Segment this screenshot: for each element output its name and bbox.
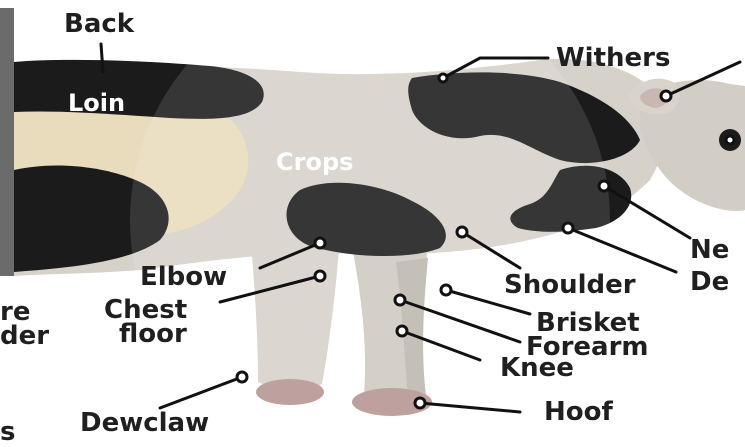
dot-eye-area <box>726 136 734 144</box>
dot-forearm <box>395 295 405 305</box>
dot-withers <box>439 74 447 82</box>
label-crops: Crops <box>276 148 353 176</box>
dot-chest <box>315 271 325 281</box>
label-ne: Ne <box>690 236 729 264</box>
left-edge-bar <box>0 8 14 276</box>
label-withers: Withers <box>556 44 670 72</box>
label-cut-der: der <box>0 322 49 350</box>
dot-knee <box>397 326 407 336</box>
label-loin: Loin <box>68 89 125 117</box>
dot-dewclaw <box>237 372 247 382</box>
dot-brisket <box>441 285 451 295</box>
label-shoulder: Shoulder <box>504 271 636 299</box>
label-dewclaw: Dewclaw <box>80 409 209 437</box>
label-elbow: Elbow <box>140 263 227 291</box>
dot-ear <box>661 91 671 101</box>
dot-elbow <box>315 238 325 248</box>
label-de: De <box>690 268 729 296</box>
label-cut-s: s <box>0 418 15 446</box>
dot-ne <box>599 181 609 191</box>
dot-hoof <box>415 398 425 408</box>
label-floor: floor <box>119 320 187 348</box>
label-hoof: Hoof <box>544 398 613 426</box>
leader-back <box>101 44 103 72</box>
label-back: Back <box>64 10 134 38</box>
dot-de <box>563 223 573 233</box>
label-knee: Knee <box>500 354 574 382</box>
dot-shoulder <box>457 227 467 237</box>
